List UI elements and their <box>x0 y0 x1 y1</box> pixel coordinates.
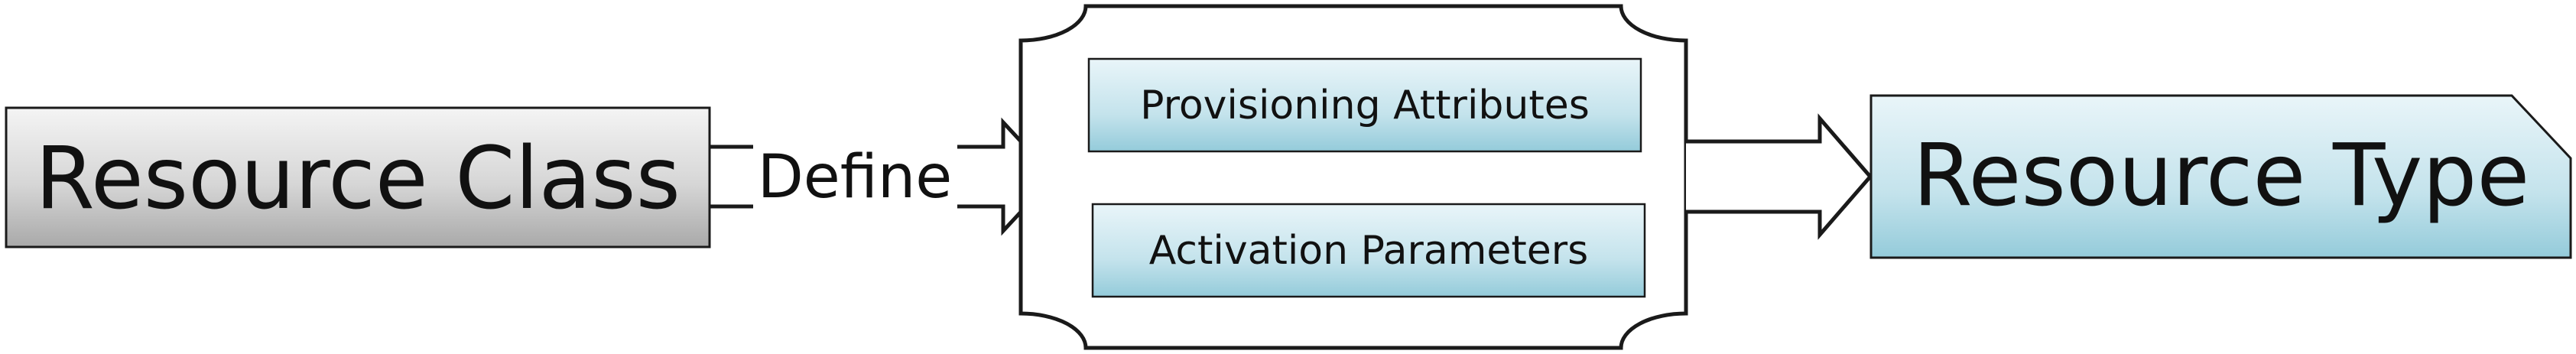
resource-class-node: Resource Class <box>5 106 711 248</box>
define-label: Define <box>758 143 953 212</box>
provisioning-attributes-box <box>1087 57 1642 153</box>
attributes-container: Provisioning Attributes Activation Param… <box>1018 4 1688 350</box>
resource-type-box <box>1869 94 2572 259</box>
result-arrow <box>1686 113 1873 240</box>
resource-class-label: Resource Class <box>35 129 681 229</box>
activation-parameters-label: Activation Parameters <box>1149 228 1589 274</box>
resource-class-box <box>5 106 711 248</box>
define-bracket <box>710 145 753 209</box>
activation-parameters-node: Activation Parameters <box>1091 203 1646 298</box>
resource-type-node: Resource Type <box>1869 94 2572 259</box>
resource-type-label: Resource Type <box>1913 126 2529 226</box>
provisioning-attributes-node: Provisioning Attributes <box>1087 57 1642 153</box>
activation-parameters-box <box>1091 203 1646 298</box>
provisioning-attributes-label: Provisioning Attributes <box>1140 83 1590 128</box>
